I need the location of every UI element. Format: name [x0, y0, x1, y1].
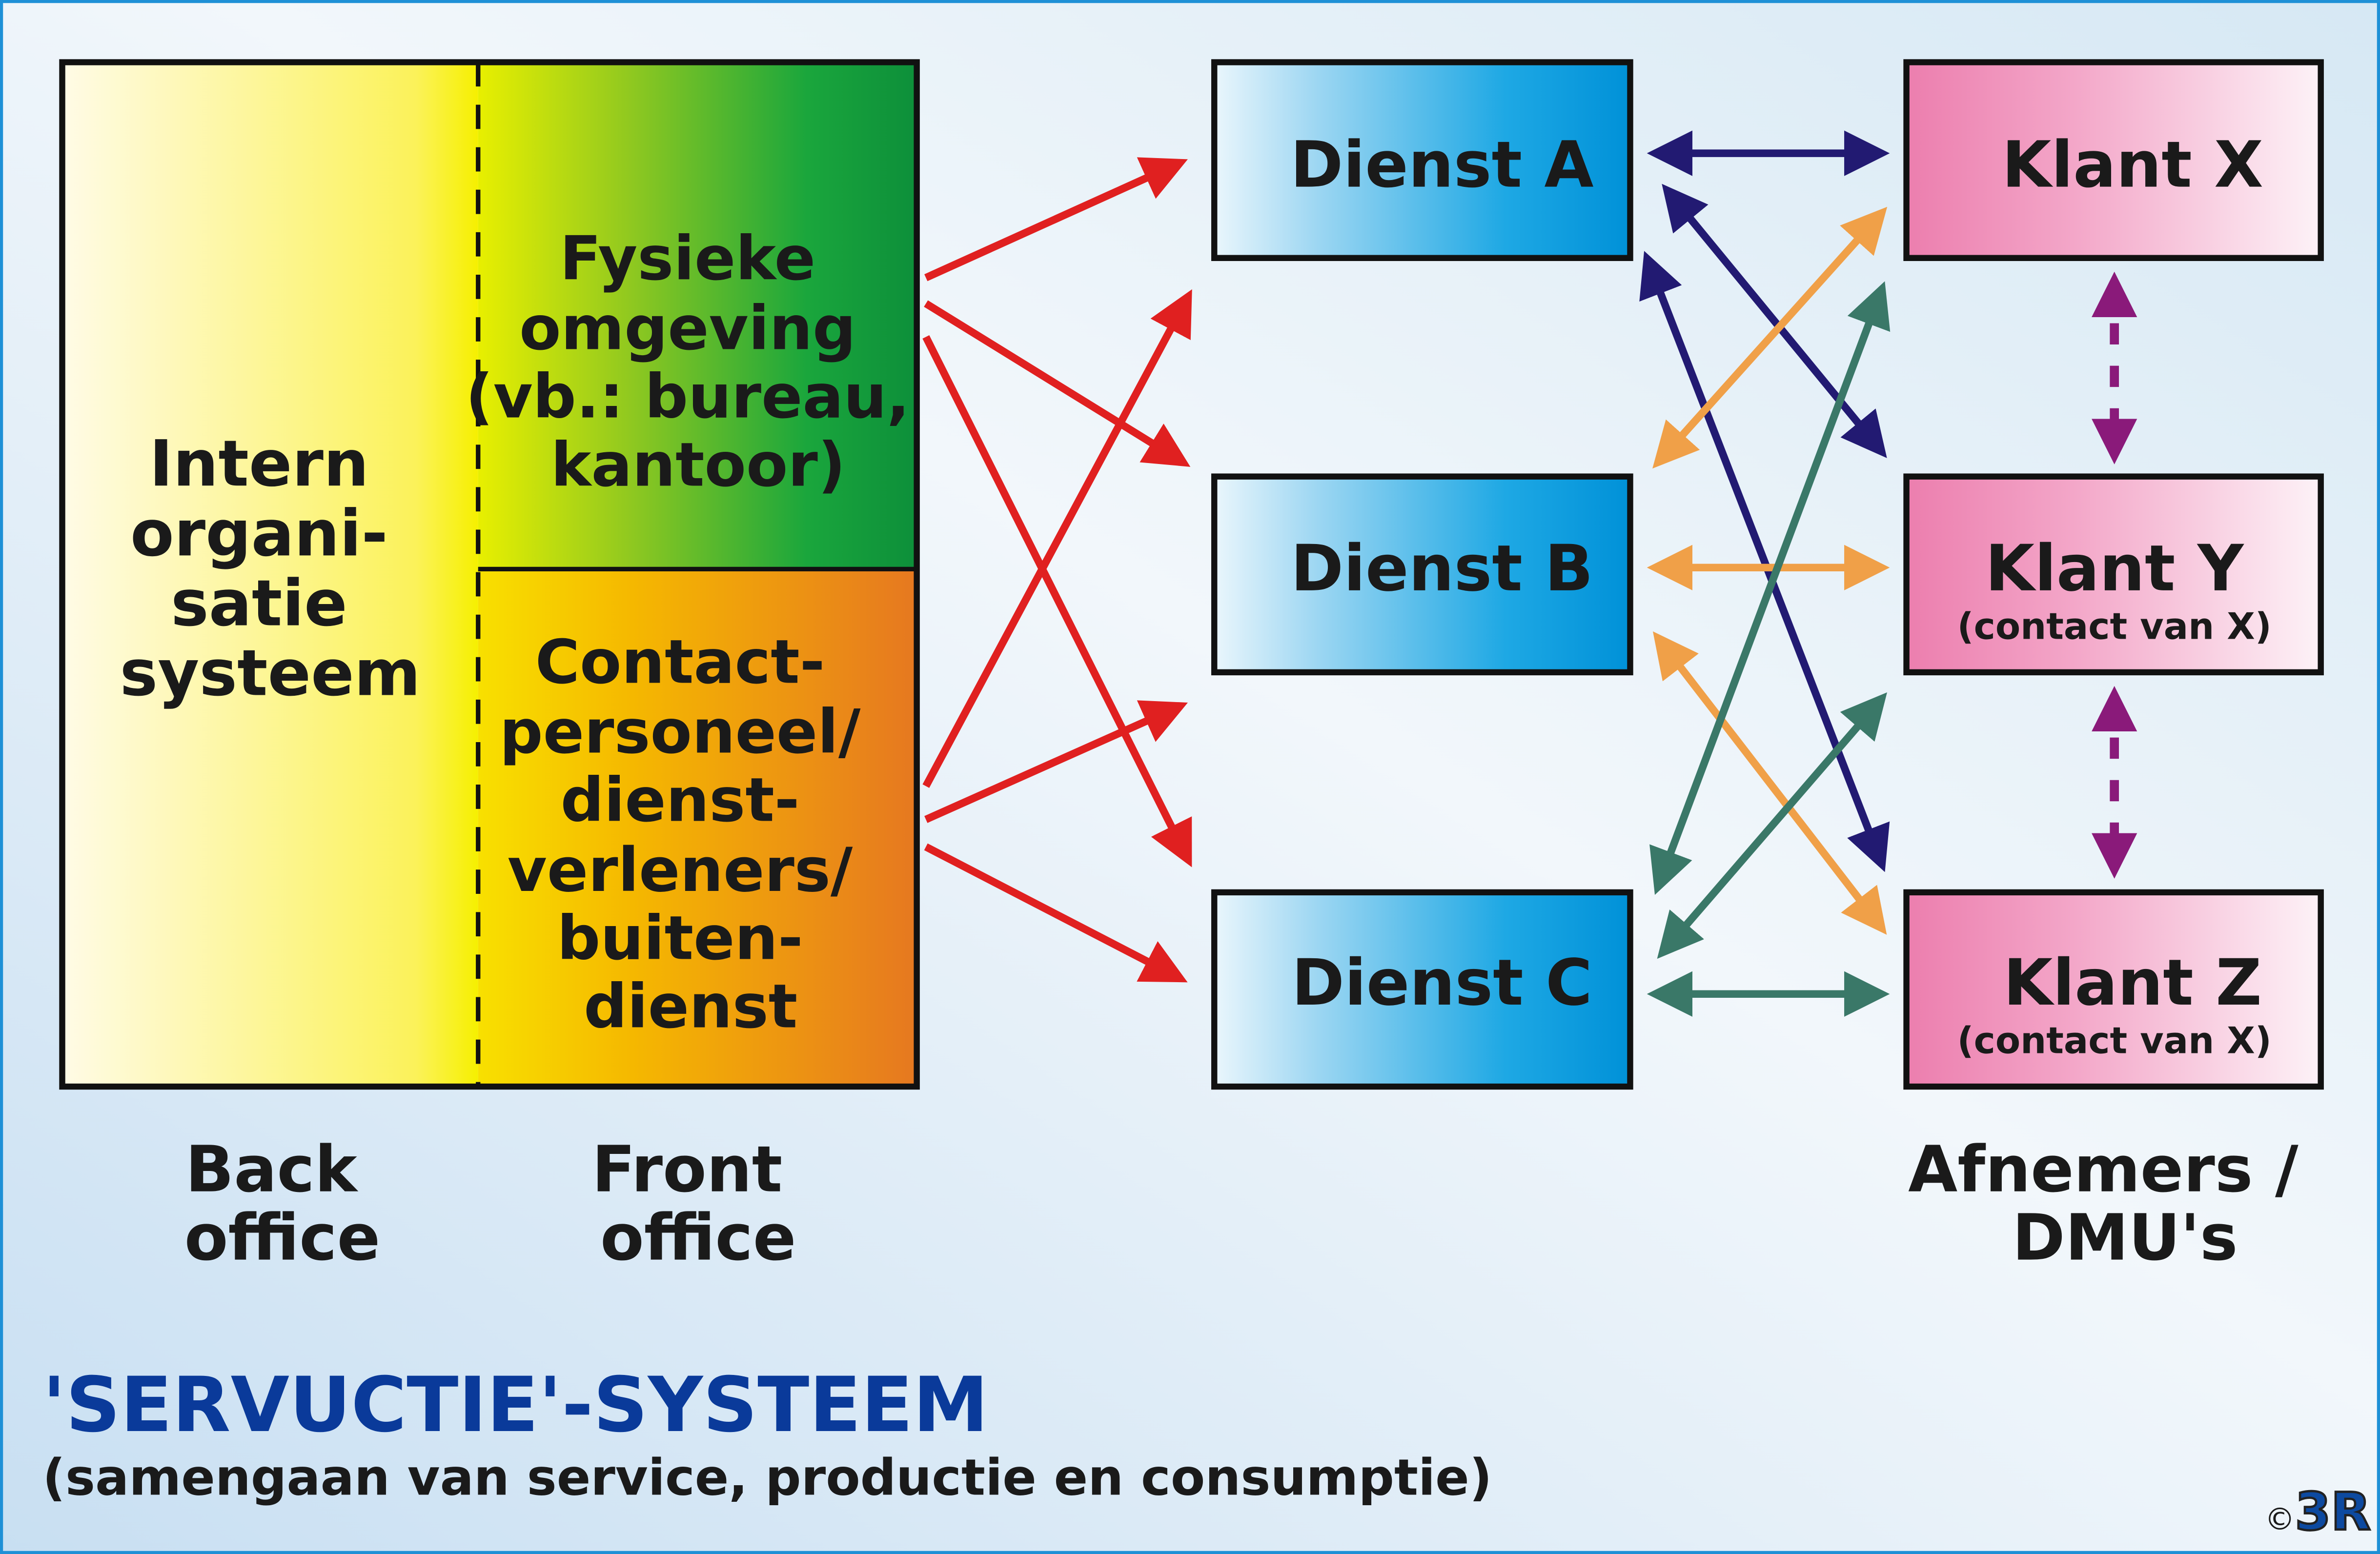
- teal-arrow-c-y: [1657, 692, 1887, 959]
- service-c-box: Dienst C: [1211, 889, 1633, 1090]
- customer-y-label: Klant Y: [1985, 531, 2244, 605]
- physical-environment-area: [478, 62, 917, 569]
- service-c-arrows: [1647, 281, 1891, 1017]
- diagram-subtitle: (samengaan van service, productie en con…: [42, 1449, 1492, 1507]
- red-arrow: [924, 300, 1191, 467]
- diagram-title: 'SERVUCTIE'-SYSTEEM: [42, 1361, 988, 1449]
- customer-x-box: Klant X: [1903, 59, 2324, 261]
- front-office-to-service-arrows: [922, 157, 1192, 983]
- front-office-label: Front office: [592, 1132, 805, 1275]
- contact-staff-area: [478, 569, 917, 1087]
- red-arrow: [924, 700, 1188, 823]
- customers-column-label: Afnemers / DMU's: [1908, 1132, 2320, 1275]
- customer-y-sublabel: (contact van X): [1957, 605, 2271, 647]
- service-a-label: Dienst A: [1290, 128, 1594, 202]
- service-a-box: Dienst A: [1211, 59, 1633, 261]
- red-arrow: [922, 335, 1192, 868]
- copyright-symbol: ©: [2265, 1501, 2295, 1537]
- 3r-logo: 3R: [2295, 1482, 2371, 1542]
- service-c-label: Dienst C: [1292, 946, 1592, 1020]
- organisation-block: Intern organi- satie systeem Fysieke omg…: [59, 59, 931, 1090]
- contact-staff-text: Contact- personeel/ dienst- verleners/ b…: [500, 627, 882, 1042]
- customer-z-sublabel: (contact van X): [1957, 1020, 2271, 1062]
- physical-environment-text: Fysieke omgeving (vb.: bureau, kantoor): [466, 223, 931, 500]
- service-b-label: Dienst B: [1291, 531, 1593, 605]
- customer-y-box: Klant Y (contact van X): [1903, 473, 2324, 676]
- organisation-block-border: [59, 59, 920, 1090]
- back-office-text: Intern organi- satie systeem: [120, 426, 420, 710]
- customer-z-label: Klant Z: [2003, 946, 2262, 1020]
- red-arrow: [924, 157, 1188, 282]
- red-arrow: [922, 289, 1192, 788]
- back-office-area: [62, 62, 478, 1087]
- service-b-box: Dienst B: [1211, 473, 1633, 676]
- customer-z-box: Klant Z (contact van X): [1903, 889, 2324, 1090]
- customer-x-label: Klant X: [2002, 128, 2263, 202]
- red-arrow: [924, 843, 1188, 983]
- back-office-label: Back office: [184, 1132, 380, 1275]
